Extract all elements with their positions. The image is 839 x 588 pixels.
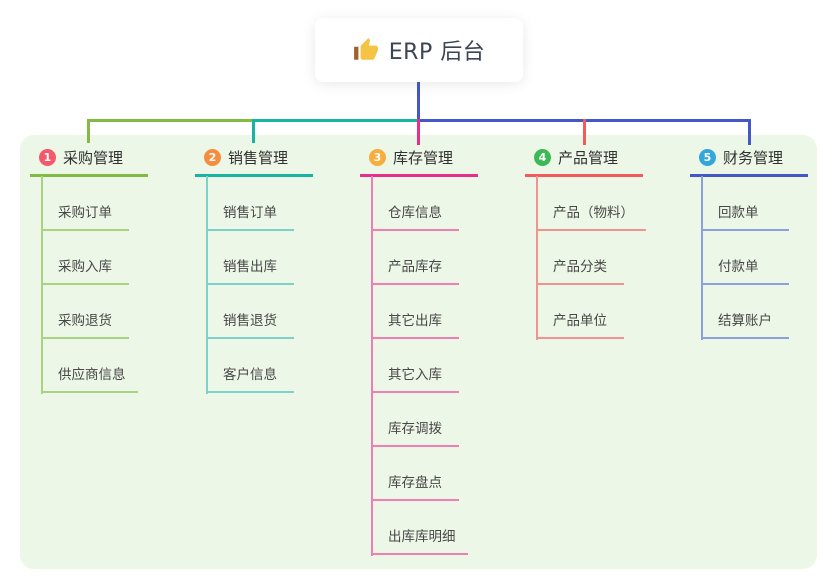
node-item[interactable]: 库存调拨: [371, 417, 459, 447]
node-item[interactable]: 产品单位: [536, 309, 624, 339]
node-item[interactable]: 供应商信息: [41, 363, 138, 393]
node-item[interactable]: 其它出库: [371, 309, 459, 339]
node-item[interactable]: 产品（物料）: [536, 201, 646, 231]
branch-finance-rail: [701, 176, 703, 340]
branch-sales: 2 销售管理 销售订单 销售出库 销售退货 客户信息: [195, 140, 335, 394]
bus-segment-purchase: [88, 119, 255, 122]
branch-finance-children: 回款单 付款单 结算账户: [701, 177, 830, 339]
branch-inventory-header[interactable]: 3 库存管理: [360, 140, 478, 177]
branch-purchase: 1 采购管理 采购订单 采购入库 采购退货 供应商信息: [30, 140, 170, 394]
node-item[interactable]: 销售退货: [206, 309, 294, 339]
branch-finance-label: 财务管理: [723, 148, 784, 167]
node-item[interactable]: 其它入库: [371, 363, 459, 393]
badge-3: 3: [369, 148, 386, 166]
drop-line-sales: [252, 119, 255, 143]
node-item[interactable]: 采购入库: [41, 255, 129, 285]
node-item[interactable]: 销售出库: [206, 255, 294, 285]
badge-2: 2: [204, 148, 221, 166]
thumbs-up-icon: [353, 38, 378, 60]
node-item[interactable]: 出库库明细: [371, 525, 468, 555]
branch-sales-children: 销售订单 销售出库 销售退货 客户信息: [206, 177, 335, 393]
node-item[interactable]: 结算账户: [701, 309, 789, 339]
badge-5: 5: [699, 148, 716, 166]
badge-1: 1: [39, 148, 56, 166]
node-item[interactable]: 仓库信息: [371, 201, 459, 231]
branch-inventory-children: 仓库信息 产品库存 其它出库 其它入库 库存调拨 库存盘点 出库库明细: [371, 177, 500, 555]
branch-product: 4 产品管理 产品（物料） 产品分类 产品单位: [525, 140, 665, 340]
node-item[interactable]: 回款单: [701, 201, 789, 231]
branch-sales-rail: [206, 176, 208, 394]
branch-product-label: 产品管理: [558, 148, 619, 167]
branch-inventory-rail: [371, 176, 373, 556]
branch-sales-header[interactable]: 2 销售管理: [195, 140, 313, 177]
node-item[interactable]: 采购退货: [41, 309, 129, 339]
badge-4: 4: [534, 148, 551, 166]
branch-product-rail: [536, 176, 538, 340]
node-item[interactable]: 库存盘点: [371, 471, 459, 501]
branches-panel: [20, 135, 817, 569]
bus-segment-sales: [253, 119, 420, 122]
branch-inventory: 3 库存管理 仓库信息 产品库存 其它出库 其它入库 库存调拨 库存盘点 出库库…: [360, 140, 500, 556]
drop-line-inventory: [417, 119, 420, 145]
node-item[interactable]: 销售订单: [206, 201, 294, 231]
branch-product-header[interactable]: 4 产品管理: [525, 140, 643, 177]
node-item[interactable]: 产品分类: [536, 255, 624, 285]
branch-purchase-label: 采购管理: [63, 148, 124, 167]
drop-line-product: [583, 119, 586, 145]
drop-line-finance: [748, 119, 751, 145]
drop-line-purchase: [87, 119, 90, 143]
branch-product-children: 产品（物料） 产品分类 产品单位: [536, 177, 665, 339]
branch-finance-header[interactable]: 5 财务管理: [690, 140, 808, 177]
branch-sales-label: 销售管理: [228, 148, 289, 167]
branch-inventory-label: 库存管理: [393, 148, 454, 167]
node-item[interactable]: 产品库存: [371, 255, 459, 285]
root-node[interactable]: ERP 后台: [315, 18, 523, 82]
node-item[interactable]: 客户信息: [206, 363, 294, 393]
branch-finance: 5 财务管理 回款单 付款单 结算账户: [690, 140, 830, 340]
node-item[interactable]: 采购订单: [41, 201, 129, 231]
branch-purchase-rail: [41, 176, 43, 394]
branch-purchase-children: 采购订单 采购入库 采购退货 供应商信息: [41, 177, 170, 393]
branch-purchase-header[interactable]: 1 采购管理: [30, 140, 148, 177]
root-node-title: ERP 后台: [388, 40, 486, 65]
node-item[interactable]: 付款单: [701, 255, 789, 285]
root-connector-line: [417, 82, 420, 120]
